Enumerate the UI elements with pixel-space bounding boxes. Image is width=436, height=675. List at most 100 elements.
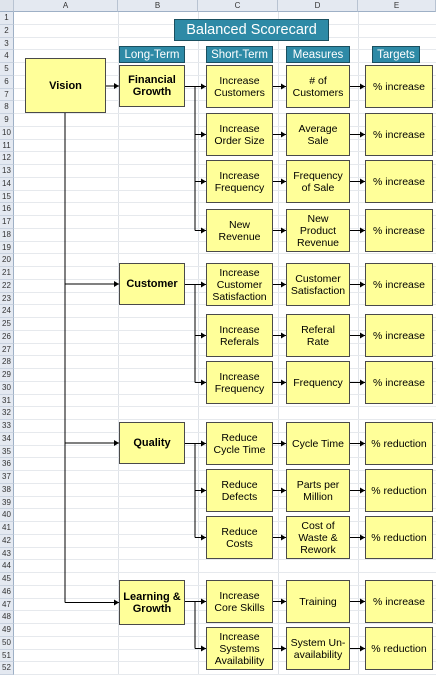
column-header[interactable]: B (118, 0, 198, 12)
measure-box[interactable]: Cost of Waste & Rework (286, 516, 350, 559)
measure-box[interactable]: Parts per Million (286, 469, 350, 512)
row-header[interactable]: 47 (0, 598, 14, 612)
target-box[interactable]: % increase (365, 65, 433, 108)
select-all-corner[interactable] (0, 0, 14, 12)
row-header[interactable]: 46 (0, 585, 14, 599)
target-box[interactable]: % increase (365, 209, 433, 252)
row-header[interactable]: 21 (0, 267, 14, 280)
row-header[interactable]: 35 (0, 445, 14, 459)
target-box[interactable]: % reduction (365, 627, 433, 670)
measure-box[interactable]: System Un- availability (286, 627, 350, 670)
row-header[interactable]: 24 (0, 305, 14, 318)
long-term-goal-box[interactable]: Quality (119, 422, 185, 464)
target-box[interactable]: % increase (365, 361, 433, 404)
short-term-box[interactable]: Reduce Defects (206, 469, 273, 512)
row-header[interactable]: 37 (0, 471, 14, 484)
row-header[interactable]: 4 (0, 50, 14, 63)
row-header[interactable]: 18 (0, 228, 14, 242)
measure-box[interactable]: Customer Satisfaction (286, 263, 350, 306)
short-term-box[interactable]: Increase Order Size (206, 113, 273, 156)
measure-box[interactable]: # of Customers (286, 65, 350, 108)
row-header[interactable]: 28 (0, 356, 14, 369)
target-box[interactable]: % reduction (365, 422, 433, 465)
long-term-goal-box[interactable]: Learning & Growth (119, 580, 185, 625)
row-header[interactable]: 42 (0, 534, 14, 548)
row-header[interactable]: 38 (0, 483, 14, 497)
short-term-box[interactable]: Increase Customers (206, 65, 273, 108)
short-term-box[interactable]: Increase Systems Availability (206, 627, 273, 670)
row-header[interactable]: 15 (0, 190, 14, 204)
row-header[interactable]: 9 (0, 114, 14, 127)
header-measures: Measures (286, 46, 350, 63)
measure-box[interactable]: Frequency of Sale (286, 160, 350, 203)
row-header[interactable]: 3 (0, 37, 14, 51)
column-header[interactable]: D (278, 0, 358, 12)
target-box[interactable]: % increase (365, 314, 433, 357)
target-box[interactable]: % reduction (365, 516, 433, 559)
arrowhead (114, 599, 119, 606)
row-header[interactable]: 22 (0, 279, 14, 293)
row-header[interactable]: 48 (0, 611, 14, 624)
short-term-box[interactable]: Increase Frequency (206, 160, 273, 203)
row-header[interactable]: 7 (0, 88, 14, 102)
row-header[interactable]: 36 (0, 458, 14, 471)
short-term-box[interactable]: Reduce Costs (206, 516, 273, 559)
row-header[interactable]: 2 (0, 24, 14, 38)
long-term-goal-box[interactable]: Customer (119, 263, 185, 305)
row-header[interactable]: 32 (0, 407, 14, 420)
short-term-box[interactable]: Increase Core Skills (206, 580, 273, 623)
row-header[interactable]: 27 (0, 343, 14, 357)
measure-box[interactable]: Average Sale (286, 113, 350, 156)
row-header[interactable]: 49 (0, 624, 14, 637)
row-header[interactable]: 29 (0, 369, 14, 382)
row-header[interactable]: 30 (0, 381, 14, 395)
measure-box[interactable]: Referal Rate (286, 314, 350, 357)
target-box[interactable]: % increase (365, 160, 433, 203)
row-header[interactable]: 45 (0, 573, 14, 586)
row-header[interactable]: 51 (0, 649, 14, 663)
measure-box[interactable]: New Product Revenue (286, 209, 350, 252)
row-header[interactable]: 23 (0, 292, 14, 306)
row-header[interactable]: 11 (0, 139, 14, 153)
row-header[interactable]: 13 (0, 165, 14, 178)
row-header[interactable]: 40 (0, 509, 14, 522)
row-header[interactable]: 5 (0, 63, 14, 76)
row-header[interactable]: 17 (0, 216, 14, 229)
column-header[interactable]: A (14, 0, 118, 12)
row-header[interactable]: 12 (0, 152, 14, 165)
row-header[interactable]: 34 (0, 432, 14, 446)
row-header[interactable]: 44 (0, 560, 14, 573)
short-term-box[interactable]: Increase Frequency (206, 361, 273, 404)
vision-box[interactable]: Vision (25, 58, 106, 113)
measure-box[interactable]: Frequency (286, 361, 350, 404)
row-header[interactable]: 1 (0, 12, 14, 25)
measure-box[interactable]: Cycle Time (286, 422, 350, 465)
row-header[interactable]: 8 (0, 101, 14, 114)
target-box[interactable]: % increase (365, 580, 433, 623)
row-header[interactable]: 6 (0, 75, 14, 89)
short-term-box[interactable]: Reduce Cycle Time (206, 422, 273, 465)
row-header[interactable]: 50 (0, 636, 14, 650)
row-header[interactable]: 16 (0, 203, 14, 216)
row-header[interactable]: 19 (0, 241, 14, 255)
row-header[interactable]: 33 (0, 420, 14, 433)
target-box[interactable]: % increase (365, 263, 433, 306)
short-term-box[interactable]: Increase Customer Satisfaction (206, 263, 273, 306)
row-header[interactable]: 41 (0, 522, 14, 535)
row-header[interactable]: 25 (0, 318, 14, 331)
short-term-box[interactable]: New Revenue (206, 209, 273, 252)
row-header[interactable]: 20 (0, 254, 14, 267)
target-box[interactable]: % reduction (365, 469, 433, 512)
column-header[interactable]: C (198, 0, 278, 12)
row-header[interactable]: 43 (0, 547, 14, 561)
measure-box[interactable]: Training (286, 580, 350, 623)
long-term-goal-box[interactable]: Financial Growth (119, 65, 185, 107)
row-header[interactable]: 14 (0, 177, 14, 191)
row-header[interactable]: 39 (0, 496, 14, 510)
row-header[interactable]: 10 (0, 126, 14, 140)
row-header[interactable]: 31 (0, 394, 14, 408)
row-header[interactable]: 26 (0, 330, 14, 344)
target-box[interactable]: % increase (365, 113, 433, 156)
short-term-box[interactable]: Increase Referals (206, 314, 273, 357)
